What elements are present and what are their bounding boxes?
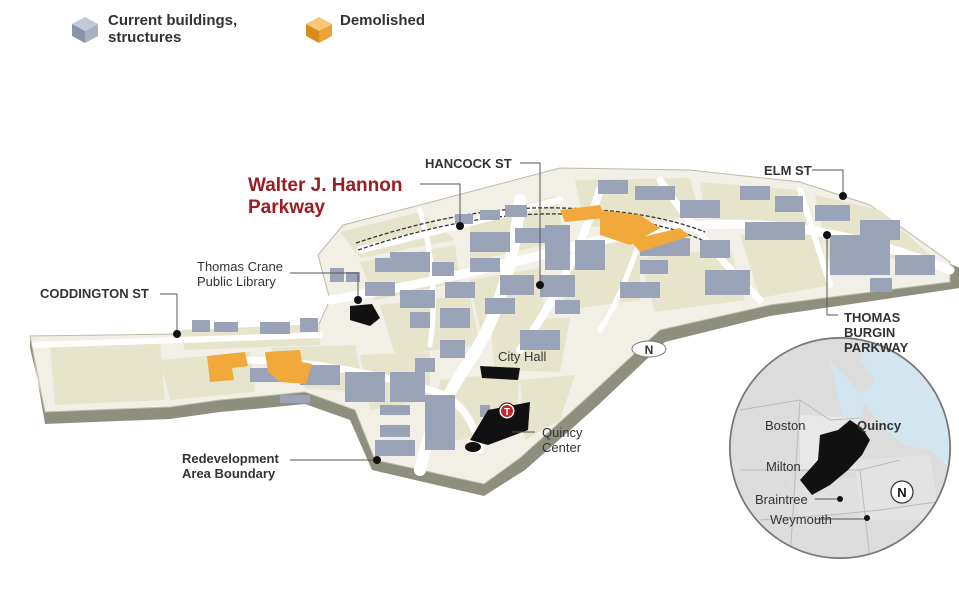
- tb-line3: PARKWAY: [844, 340, 909, 355]
- current-buildings: [192, 180, 935, 456]
- legend-current: Current buildings, structures: [108, 12, 237, 46]
- map-area-edge: [30, 264, 959, 496]
- leader-dots: [173, 192, 847, 464]
- quincy-shape: [800, 420, 870, 495]
- street-coddington: CODDINGTON ST: [40, 286, 149, 301]
- locator-north-label: N: [897, 485, 906, 500]
- street-elm: ELM ST: [764, 163, 812, 178]
- legend-demolished-icon: [306, 17, 332, 43]
- locator-quincy: Quincy: [857, 418, 902, 433]
- transit-letter: T: [504, 407, 510, 418]
- legend-current-icon: [72, 17, 98, 43]
- place-library: Thomas Crane Public Library: [197, 259, 283, 289]
- leader-lines: [160, 162, 844, 461]
- parkway-route: [355, 207, 706, 244]
- qc-line1: Quincy: [542, 425, 583, 440]
- demolished-buildings: [207, 205, 690, 384]
- map-title: Walter J. Hannon Parkway: [248, 175, 402, 219]
- locator-milton: Milton: [766, 459, 801, 474]
- legend-current-line1: Current buildings,: [108, 12, 238, 29]
- qc-line2: Center: [542, 440, 582, 455]
- street-hancock: HANCOCK ST: [425, 156, 512, 171]
- place-city-hall: City Hall: [498, 349, 547, 364]
- locator-weymouth: Weymouth: [770, 512, 832, 527]
- place-boundary: Redevelopment Area Boundary: [182, 451, 279, 481]
- legend-demolished: Demolished: [340, 12, 425, 29]
- north-label: N: [645, 343, 654, 357]
- title-line2: Parkway: [248, 197, 326, 218]
- street-thomas-burgin: THOMAS BURGIN PARKWAY: [844, 310, 908, 355]
- locator-boston: Boston: [765, 418, 806, 433]
- locator-braintree: Braintree: [755, 492, 808, 507]
- boundary-line2: Area Boundary: [182, 466, 276, 481]
- boundary-line1: Redevelopment: [182, 451, 279, 466]
- legend-current-line2: structures: [108, 29, 182, 46]
- map-north-arrow-icon: N: [631, 340, 667, 358]
- legend-demolished-label: Demolished: [340, 12, 426, 29]
- library-line1: Thomas Crane: [197, 259, 283, 274]
- tb-line1: THOMAS: [844, 310, 901, 325]
- locator-map: N: [729, 337, 951, 559]
- library-line2: Public Library: [197, 274, 276, 289]
- title-line1: Walter J. Hannon: [248, 175, 403, 196]
- tb-line2: BURGIN: [844, 325, 896, 340]
- place-quincy-center: Quincy Center: [542, 425, 582, 455]
- locator-north-icon: [890, 480, 914, 504]
